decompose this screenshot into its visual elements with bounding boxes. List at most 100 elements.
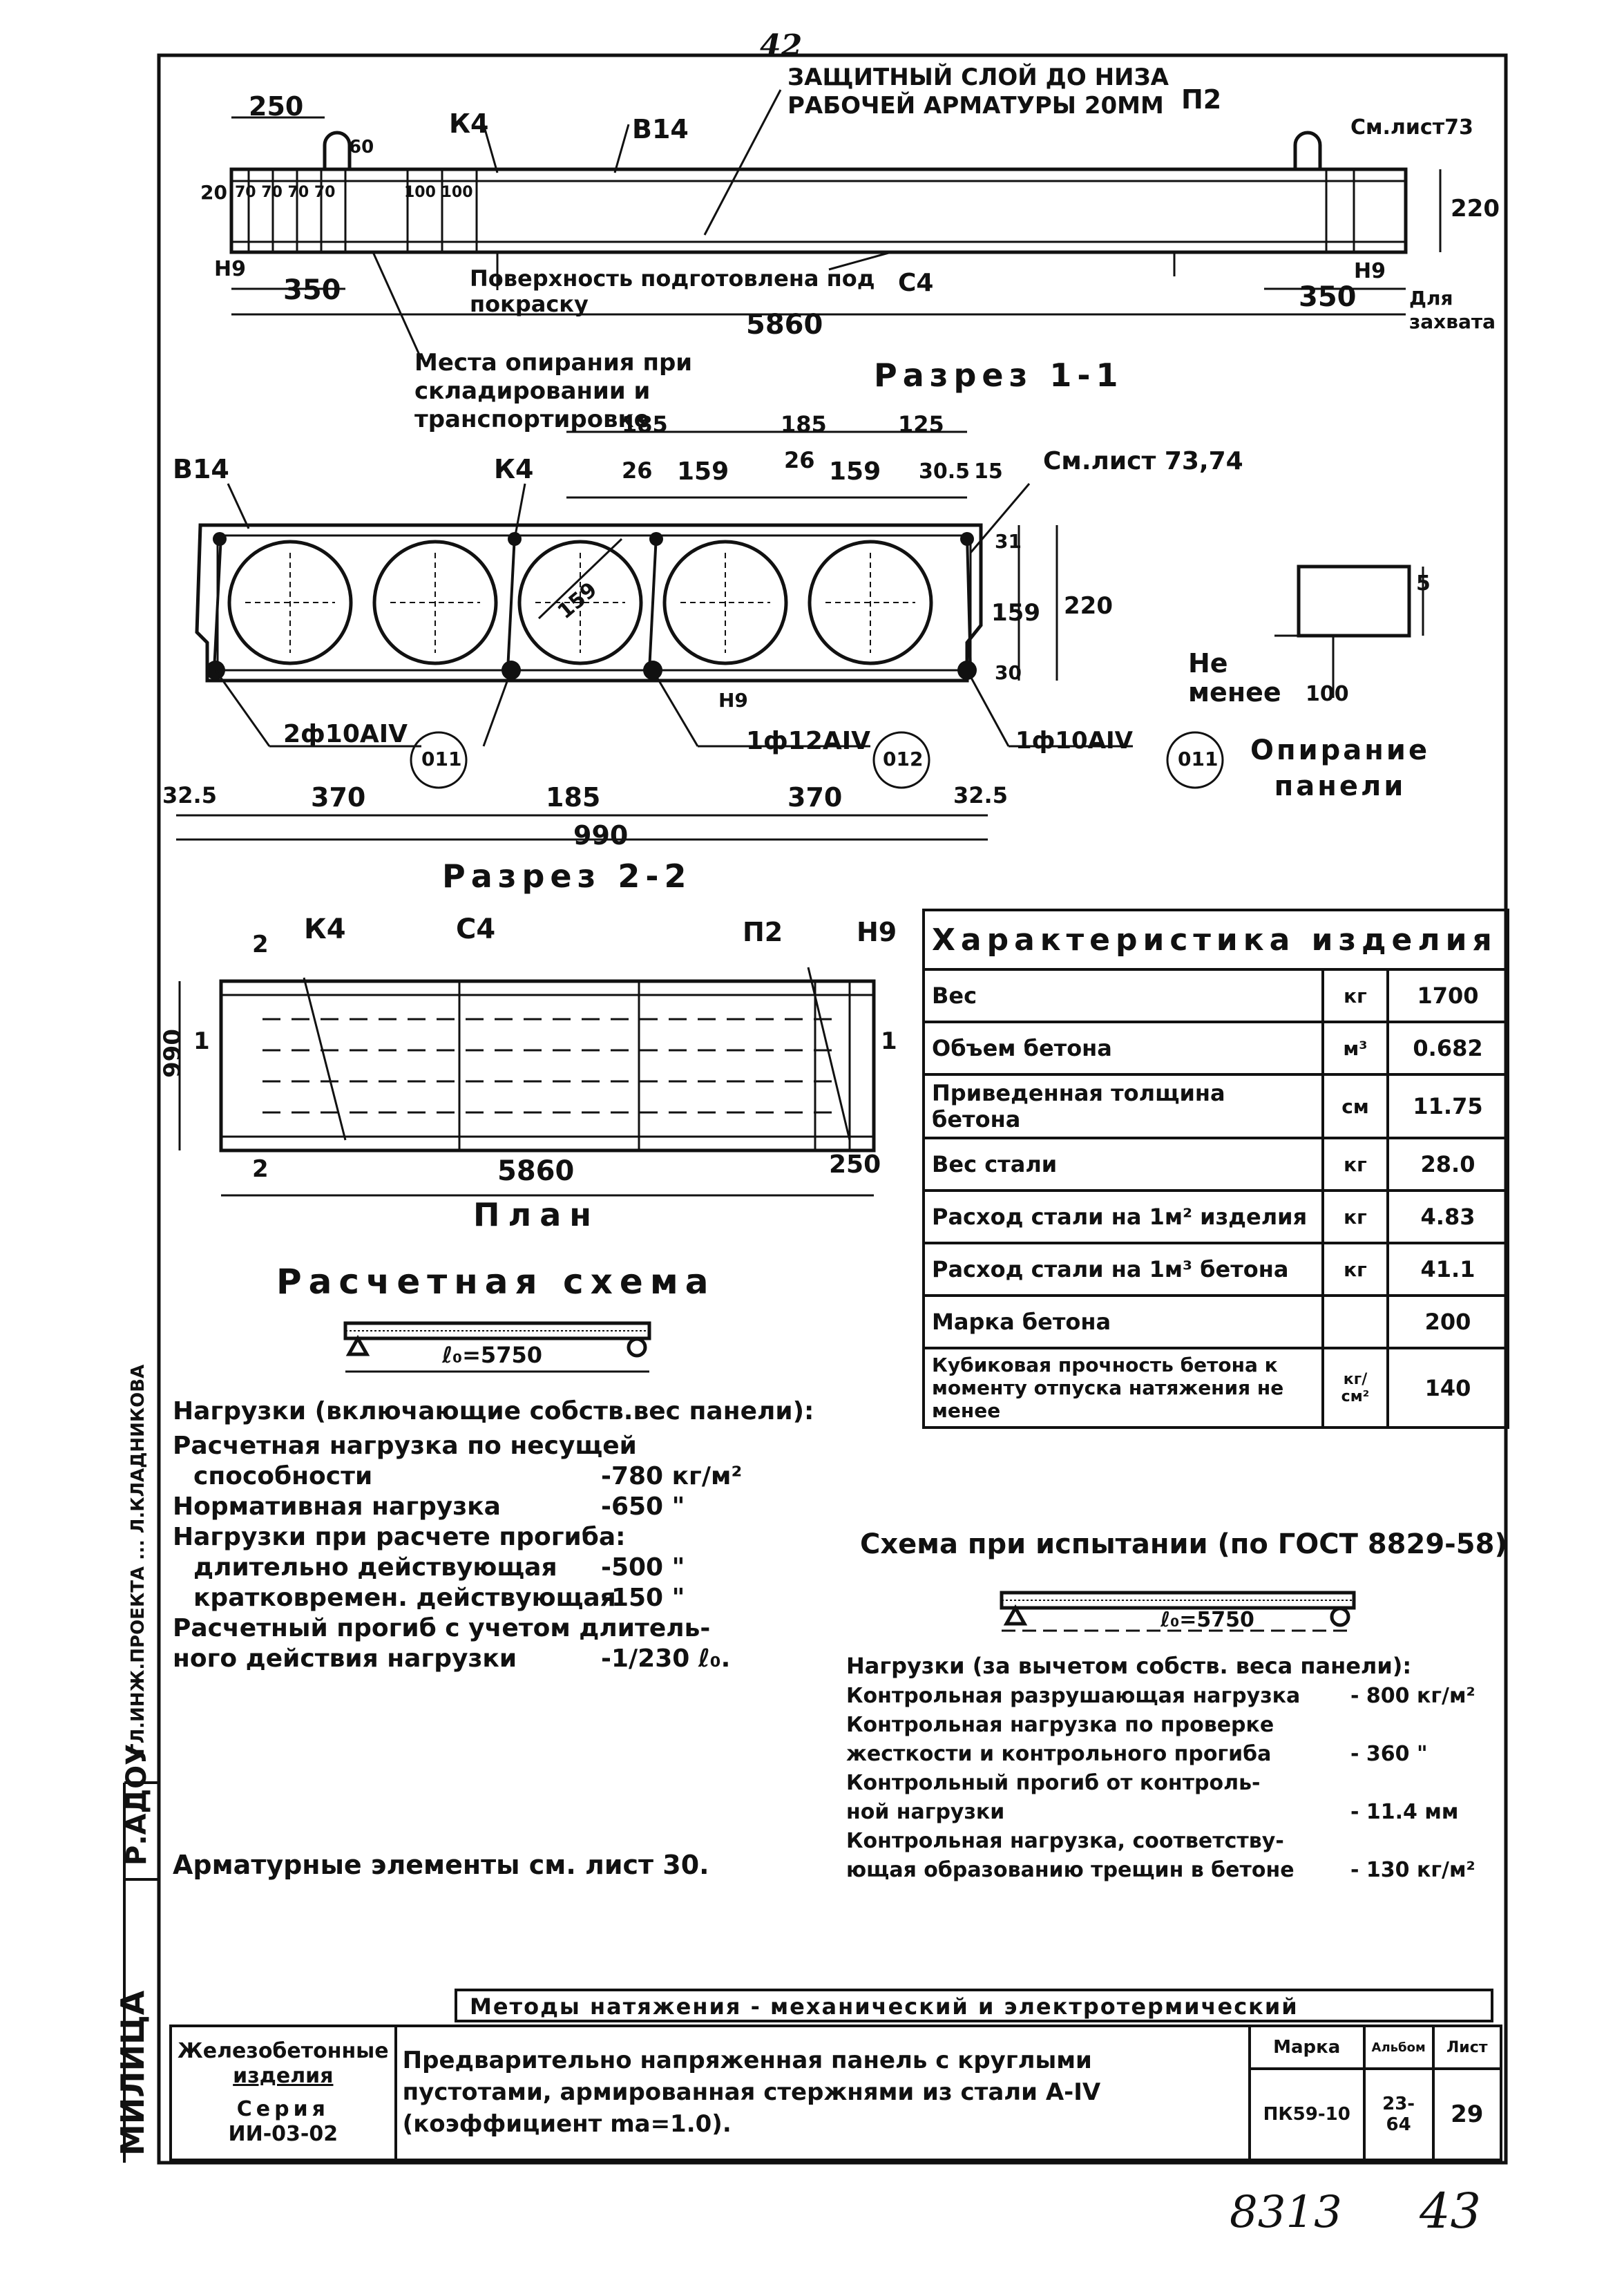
col-album: Альбом [1362,2025,1435,2070]
title-block-org: Железобетонные изделия Серия ИИ-03-02 [169,2025,397,2161]
support-caption: Опирание панели [1250,734,1431,802]
stamp-right: ГЛ.ИНЖ.ПРОЕКТА ... Л.КЛАДНИКОВА [128,1364,149,1755]
test-scheme-span: ℓ₀=5750 [1160,1608,1254,1632]
top-dim-3: 125 [898,411,944,437]
sub-dim-2: 159 [677,457,729,486]
col-sheet: Лист [1431,2025,1503,2070]
bottom-dim-4: 370 [787,782,843,813]
calc-loads-title: Нагрузки (включающие собств.вес панели): [173,1397,814,1425]
list-item: способности -780 кг/м² [193,1462,743,1490]
top-dim-2: 185 [781,411,827,437]
mark-011-left: 011 [421,748,462,770]
protective-layer-note: ЗАЩИТНЫЙ СЛОЙ ДО НИЗА РАБОЧЕЙ АРМАТУРЫ 2… [787,64,1169,120]
label-v14-cross: В14 [173,454,229,484]
label-n9-right: Н9 [1354,259,1386,283]
list-item: ной нагрузки - 11.4 мм [846,1800,1459,1824]
plan-sec-2-bottom: 2 [252,1155,269,1183]
dim-20: 20 [200,181,227,204]
dim-220: 220 [1451,195,1500,222]
sub-dim-5: 30.5 [919,459,971,484]
bottom-dim-3: 185 [546,782,601,813]
for-grip-note: Для захвата [1409,287,1496,333]
list-item: Нормативная нагрузка -650 " [173,1492,685,1521]
label-n9-left: Н9 [214,257,246,281]
bar-2f10: 2ф10АIV [283,720,408,748]
dim-350-left: 350 [283,274,341,306]
list-item: кратковремен. действующая -150 " [193,1584,685,1612]
list-item: ющая образованию трещин в бетоне - 130 к… [846,1858,1475,1882]
support-transport-note: Места опирания при складировании и транс… [414,349,693,433]
characteristics-header: Характеристика изделия [922,909,1509,971]
label-s4: С4 [898,269,934,297]
list-item: длительно действующая -500 " [193,1553,685,1582]
plan-drawing [178,967,876,1197]
section-1-1-drawing [229,89,1442,360]
width-990: 990 [573,820,629,851]
surface-note: Поверхность подготовлена под покраску [470,265,875,317]
section-2-2-drawing [176,430,1224,841]
list-item: жесткости и контрольного прогиба - 360 " [846,1742,1428,1766]
mark-011-right: 011 [1178,748,1219,770]
label-k4: К4 [449,108,489,139]
dims-100: 100 100 [404,184,473,201]
calc-scheme-title: Расчетная схема [276,1262,716,1302]
title-block-description: Предварительно напряженная панель с круг… [394,2025,1251,2161]
plan-label-s4: С4 [456,913,496,945]
test-loads-list: Контрольная разрушающая нагрузка - 800 к… [846,1686,1502,1889]
list-item: Контрольная нагрузка по проверке [846,1713,1274,1737]
list-item: Контрольная нагрузка, соответству- [846,1829,1284,1853]
support-dim-100: 100 [1306,682,1349,706]
plan-label-p2: П2 [743,917,783,947]
support-dim-5: 5 [1416,571,1431,596]
bottom-number-right: 43 [1420,2183,1482,2239]
plan-length-5860: 5860 [497,1155,575,1187]
plan-label-k4: К4 [304,913,346,945]
plan-sec-2-top: 2 [252,931,269,958]
label-v14: В14 [632,114,689,144]
plan-title: План [473,1196,600,1233]
plan-dim-250: 250 [829,1150,881,1179]
bottom-number-left: 8313 [1230,2187,1342,2238]
test-scheme-beam [1000,1591,1356,1632]
bottom-dim-1: 32.5 [162,782,217,808]
bottom-dim-2: 370 [311,782,366,813]
list-item: Нагрузки при расчете прогиба: [173,1523,626,1551]
mark-value: ПК59-10 [1248,2067,1366,2161]
stamp-left: МИЛИЦА [114,1990,151,2156]
list-item: Расчетная нагрузка по несущей [173,1432,637,1460]
rebar-note: Арматурные элементы см. лист 30. [173,1850,709,1880]
list-item: Расчетный прогиб с учетом длитель- [173,1614,711,1642]
see-sheets-73-74: См.лист 73,74 [1043,447,1243,475]
label-k4-cross: К4 [494,454,534,484]
sub-dim-3: 26 [784,447,815,473]
plan-sec-1-right: 1 [881,1027,897,1055]
dims-70: 70 70 70 70 [235,184,336,201]
test-scheme-title: Схема при испытании (по ГОСТ 8829-58) [860,1528,1507,1560]
bar-1f10: 1ф10АIV [1015,727,1133,755]
page-number-top: 42 [760,28,803,64]
sub-dim-1: 26 [622,457,653,484]
test-loads-title: Нагрузки (за вычетом собств. веса панели… [846,1653,1412,1679]
sub-dim-4: 159 [829,457,881,486]
section-1-1-title: Разрез 1-1 [874,357,1124,394]
calc-scheme-beam [343,1321,651,1373]
title-block: Железобетонные изделия Серия ИИ-03-02 Пр… [169,2025,1503,2161]
bottom-dim-5: 32.5 [953,782,1008,808]
mark-012: 012 [883,748,924,770]
label-n9-cross: Н9 [718,689,748,712]
sub-dim-6: 15 [974,459,1003,484]
height-220: 220 [1064,592,1113,620]
stamp-mid: Р.АДОУ [121,1744,153,1866]
plan-width-990: 990 [159,1029,187,1078]
album-value: 23-64 [1362,2067,1435,2161]
calc-loads-list: Расчетная нагрузка по несущей способност… [173,1434,863,1677]
list-item: ного действия нагрузки -1/230 ℓ₀. [173,1644,731,1673]
right-dim-30: 30 [995,661,1022,684]
section-2-2-title: Разрез 2-2 [442,857,692,895]
see-sheet-73: См.лист73 [1350,115,1473,140]
